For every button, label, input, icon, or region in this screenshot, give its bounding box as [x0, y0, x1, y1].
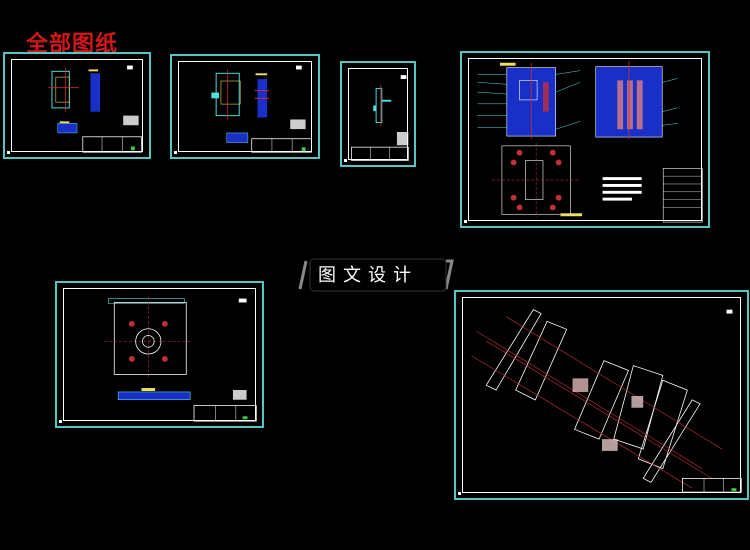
- drawing-frame: [63, 288, 256, 421]
- drawing-sheet-6[interactable]: [454, 290, 749, 500]
- drawing-sheet-4[interactable]: [460, 51, 710, 228]
- sheet-corner-marker: [458, 492, 461, 495]
- drawing-frame: [11, 59, 143, 152]
- drawing-sheet-2[interactable]: [170, 54, 320, 159]
- drawing-sheet-3[interactable]: [340, 61, 416, 167]
- sheet-corner-marker: [7, 151, 10, 154]
- part-drawing-graphic: [48, 65, 142, 153]
- watermark-text: 图文设计: [318, 265, 418, 286]
- drawing-frame: [462, 297, 741, 493]
- drawing-sheet-5[interactable]: [55, 281, 264, 428]
- sheet-corner-marker: [344, 159, 347, 162]
- sheet-corner-marker: [174, 151, 177, 154]
- part-drawing-graphic: [351, 75, 409, 161]
- plate-drawing-graphic: [104, 296, 257, 422]
- sheet-corner-marker: [464, 220, 467, 223]
- drawing-sheet-1[interactable]: [3, 52, 151, 159]
- drawing-frame: [468, 58, 702, 221]
- part-drawing-graphic: [211, 65, 312, 153]
- drawing-frame: [348, 68, 408, 160]
- assembly-drawing-graphic: [477, 60, 703, 223]
- drawing-frame: [178, 61, 312, 152]
- watermark-logo-shape: [298, 258, 454, 292]
- exploded-view-graphic: [471, 309, 742, 493]
- watermark-logo: 图文设计: [296, 255, 456, 297]
- sheet-corner-marker: [59, 420, 62, 423]
